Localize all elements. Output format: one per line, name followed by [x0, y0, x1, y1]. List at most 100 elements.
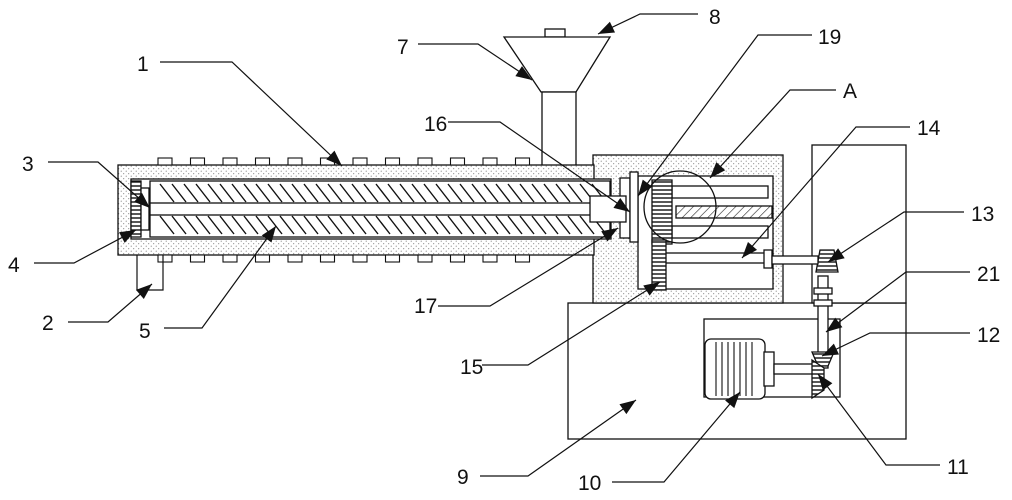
screw-flight — [183, 183, 199, 203]
screw-flight — [579, 215, 595, 235]
vertical-shaft — [813, 275, 833, 369]
leader-line — [612, 391, 741, 483]
screw-flight — [543, 215, 559, 235]
heater-band — [352, 157, 368, 166]
heater-band — [384, 254, 401, 263]
screw-flight — [471, 215, 487, 235]
label-12: 12 — [977, 324, 1000, 347]
label-13: 13 — [971, 203, 994, 226]
heater-band — [157, 254, 173, 263]
label-4: 4 — [8, 254, 20, 277]
support-leg — [136, 255, 164, 291]
label-16: 16 — [424, 113, 447, 136]
arrow-head — [818, 374, 833, 391]
screw-flight — [447, 183, 463, 203]
heater-band — [449, 157, 466, 166]
arrow-head — [710, 162, 726, 178]
heater-band — [189, 157, 206, 166]
heater-band — [254, 254, 271, 263]
screw-flight — [315, 215, 331, 235]
label-11: 11 — [947, 456, 969, 479]
heater-band — [384, 157, 401, 166]
screw-flight — [435, 183, 451, 203]
label-3: 3 — [22, 153, 34, 176]
leader-line — [480, 399, 637, 477]
arrow-head — [613, 197, 630, 212]
label-1: 1 — [137, 53, 149, 76]
leader-line — [482, 281, 661, 366]
heater-band — [222, 157, 238, 166]
screw-flight — [483, 215, 499, 235]
arrow-head — [598, 21, 616, 34]
screw-flight — [279, 183, 295, 203]
screw-flight — [531, 183, 547, 203]
label-21: 21 — [977, 263, 1000, 286]
arrow-head — [638, 179, 653, 196]
end-bearing — [140, 187, 150, 231]
end-plate — [130, 180, 142, 238]
heater-band — [319, 254, 336, 263]
leader-lines — [34, 13, 970, 483]
screw-flight — [459, 215, 475, 235]
hatched-shaft — [675, 205, 773, 219]
screw-flight — [219, 215, 235, 235]
leader-line — [164, 225, 277, 329]
label-8: 8 — [709, 6, 721, 29]
screw-flight — [291, 183, 307, 203]
screw-flight — [531, 215, 547, 235]
arrow-head — [826, 317, 843, 332]
screw-flight — [507, 215, 523, 235]
screw-flight — [327, 183, 343, 203]
shaft-bearing — [763, 249, 773, 269]
heater-band — [417, 157, 433, 166]
leader-line — [438, 227, 619, 307]
screw-flight — [207, 183, 223, 203]
screw-flight — [387, 183, 403, 203]
bevel-gear-13 — [815, 249, 839, 273]
label-5: 5 — [139, 320, 151, 343]
screw-flight — [351, 183, 367, 203]
heater-band — [287, 157, 303, 166]
label-15: 15 — [460, 356, 483, 379]
screw-flight — [267, 215, 283, 235]
label-17: 17 — [414, 295, 437, 318]
screw-flight — [363, 215, 379, 235]
screw-flight — [159, 215, 175, 235]
label-10: 10 — [578, 472, 601, 495]
heater-band — [482, 157, 498, 166]
leader-line — [827, 211, 964, 263]
label-7: 7 — [397, 36, 409, 59]
arrow-head — [643, 282, 660, 296]
heater-band — [222, 254, 238, 263]
screw-flight — [363, 183, 379, 203]
leader-line — [34, 229, 137, 264]
arrow-head — [601, 228, 618, 242]
output-shaft — [663, 252, 767, 264]
leader-line — [637, 34, 812, 197]
screw-flight — [555, 215, 571, 235]
screw-flight — [495, 183, 511, 203]
screw-flight — [315, 183, 331, 203]
screw-flight — [411, 183, 427, 203]
heater-band — [417, 254, 433, 263]
heater-band — [287, 254, 303, 263]
heater-band — [482, 254, 498, 263]
screw-flight — [567, 183, 583, 203]
screw-flight — [567, 215, 583, 235]
screw-flight — [255, 183, 271, 203]
screw-flight — [375, 183, 391, 203]
arrow-head — [619, 400, 636, 415]
arrow-head — [261, 226, 276, 243]
arrow-head — [822, 343, 840, 356]
motor — [704, 338, 815, 400]
heater-band — [514, 254, 531, 263]
coupling-flange — [629, 171, 639, 243]
label-14: 14 — [917, 117, 941, 140]
shaft-extension — [771, 255, 819, 265]
heater-band — [254, 157, 271, 166]
screw-flight — [207, 215, 223, 235]
screw-flight — [303, 215, 319, 235]
screw-flight — [327, 215, 343, 235]
screw-flight — [375, 215, 391, 235]
heater-band — [449, 254, 466, 263]
